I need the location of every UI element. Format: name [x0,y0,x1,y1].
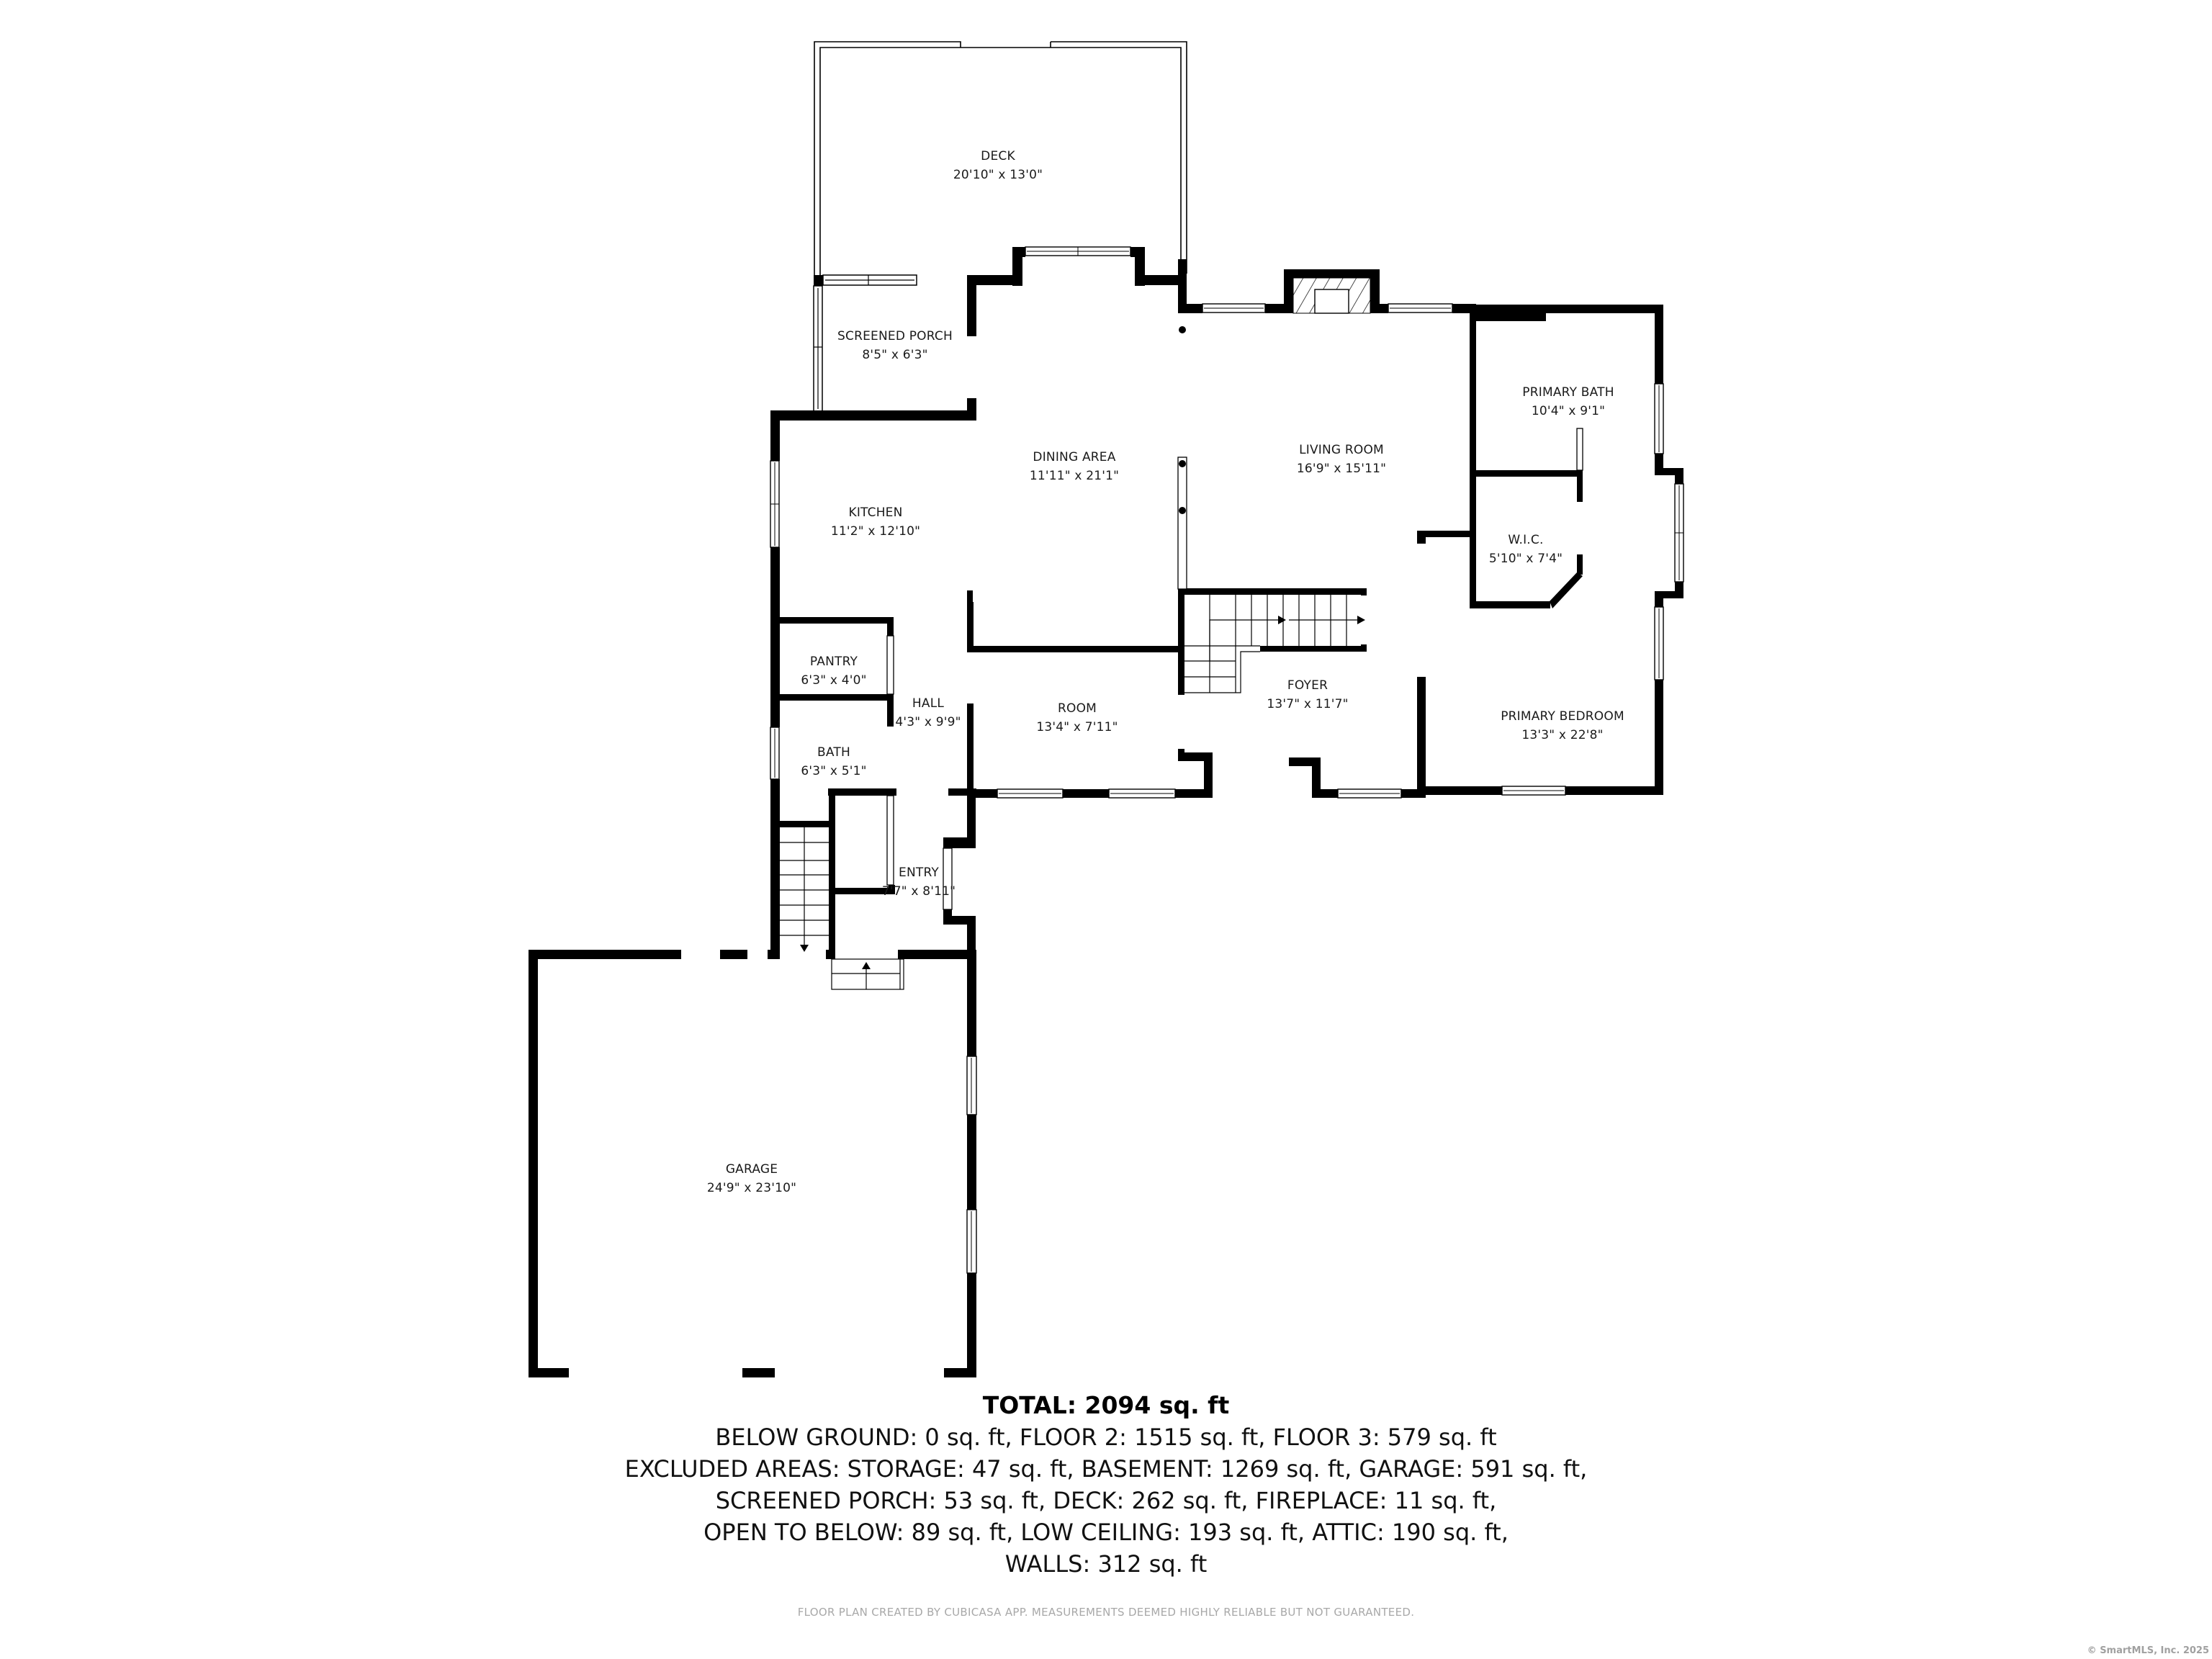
room-name: ROOM [1057,701,1097,716]
room-name: SCREENED PORCH [837,329,953,343]
room-label-bath: BATH 6'3" x 5'1" [801,743,866,781]
staircase-garage [780,827,904,990]
room-name: W.I.C. [1508,533,1544,547]
room-name: KITCHEN [848,505,903,520]
room-dimensions: 11'11" x 21'1" [1029,469,1120,483]
room-name: GARAGE [725,1162,778,1177]
room-name: HALL [912,696,945,711]
room-label-dining-area: DINING AREA 11'11" x 21'1" [1030,448,1119,485]
staircase-foyer [1184,595,1357,693]
room-dimensions: 13'7" x 11'7" [1267,697,1349,711]
room-label-kitchen: KITCHEN 11'2" x 12'10" [831,503,920,541]
room-name: FOYER [1287,678,1328,693]
room-label-deck: DECK 20'10" x 13'0" [953,147,1043,184]
room-dimensions: 7'7" x 8'11" [881,884,956,899]
room-dimensions: 8'5" x 6'3" [862,348,928,362]
room-dimensions: 10'4" x 9'1" [1531,404,1606,418]
summary-line-3: SCREENED PORCH: 53 sq. ft, DECK: 262 sq.… [715,1487,1497,1514]
room-dimensions: 20'10" x 13'0" [953,168,1043,182]
summary-line-1: BELOW GROUND: 0 sq. ft, FLOOR 2: 1515 sq… [715,1424,1497,1451]
room-label-room: ROOM 13'4" x 7'11" [1036,699,1118,737]
room-dimensions: 11'2" x 12'10" [830,524,921,539]
deck-outline [814,41,1187,276]
room-label-hall: HALL 4'3" x 9'9" [895,694,961,732]
room-dimensions: 24'9" x 23'10" [706,1181,797,1195]
room-dimensions: 4'3" x 9'9" [895,715,961,729]
walls [529,247,1683,1377]
summary-line-5: WALLS: 312 sq. ft [1004,1550,1208,1578]
room-name: PRIMARY BATH [1522,385,1614,400]
room-label-entry: ENTRY 7'7" x 8'11" [882,863,956,901]
room-dimensions: 13'4" x 7'11" [1036,720,1118,734]
room-name: ENTRY [899,866,939,880]
windows [770,246,1684,1274]
room-dimensions: 6'3" x 4'0" [801,673,867,688]
room-dimensions: 13'3" x 22'8" [1521,728,1604,742]
room-label-foyer: FOYER 13'7" x 11'7" [1267,676,1348,714]
room-label-primary-bedroom: PRIMARY BEDROOM 13'3" x 22'8" [1501,707,1624,745]
room-label-garage: GARAGE 24'9" x 23'10" [707,1160,796,1197]
screened-porch-walls [813,274,917,412]
room-name: DECK [981,149,1015,163]
thin-partitions [886,428,1583,910]
room-name: PANTRY [809,655,858,669]
room-name: LIVING ROOM [1299,443,1384,457]
disclaimer: FLOOR PLAN CREATED BY CUBICASA APP. MEAS… [797,1606,1415,1619]
room-label-screened-porch: SCREENED PORCH 8'5" x 6'3" [837,327,953,364]
fireplace [1292,277,1371,314]
room-label-primary-bath: PRIMARY BATH 10'4" x 9'1" [1522,383,1614,421]
room-dimensions: 6'3" x 5'1" [801,764,867,778]
room-name: PRIMARY BEDROOM [1501,709,1624,724]
room-label-living-room: LIVING ROOM 16'9" x 15'11" [1297,441,1386,478]
area-summary: TOTAL: 2094 sq. ft BELOW GROUND: 0 sq. f… [0,1390,2212,1580]
room-dimensions: 5'10" x 7'4" [1488,552,1563,566]
copyright: © SmartMLS, Inc. 2025 [2087,1645,2209,1656]
room-label-wic: W.I.C. 5'10" x 7'4" [1489,531,1563,568]
summary-line-2: EXCLUDED AREAS: STORAGE: 47 sq. ft, BASE… [624,1455,1588,1483]
summary-line-4: OPEN TO BELOW: 89 sq. ft, LOW CEILING: 1… [703,1519,1509,1546]
room-name: BATH [817,745,850,760]
room-dimensions: 16'9" x 15'11" [1296,462,1387,476]
total-area: TOTAL: 2094 sq. ft [982,1391,1230,1419]
column-posts [1179,326,1186,514]
room-label-pantry: PANTRY 6'3" x 4'0" [801,652,866,690]
room-name: DINING AREA [1033,450,1116,464]
